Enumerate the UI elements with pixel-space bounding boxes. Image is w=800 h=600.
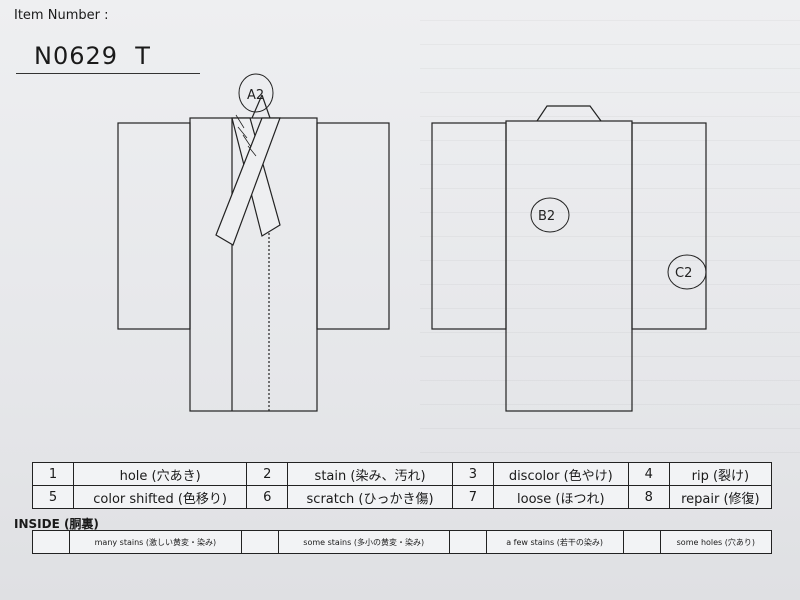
item-number-label: Item Number :	[14, 8, 109, 23]
legend-row: 5 color shifted (色移り) 6 scratch (ひっかき傷) …	[32, 485, 773, 509]
back-body	[505, 120, 633, 412]
annotation-b2: B2	[538, 209, 555, 224]
back-left-sleeve	[431, 122, 507, 330]
annotation-circle-a2	[238, 73, 274, 113]
front-body	[189, 117, 318, 412]
legend-label: stain (染み、汚れ)	[287, 462, 453, 486]
inside-checkbox[interactable]	[622, 530, 661, 554]
inside-row: many stains (激しい黄変・染み) some stains (多小の黄…	[32, 530, 773, 554]
collar-neck-left	[251, 94, 263, 119]
legend-label: repair (修復)	[668, 485, 773, 509]
legend-label: rip (裂け)	[668, 462, 773, 486]
legend-number: 3	[451, 462, 494, 486]
inside-checkbox[interactable]	[240, 530, 279, 554]
stain-marks	[235, 114, 257, 157]
legend-label: scratch (ひっかき傷)	[287, 485, 453, 509]
legend-label: loose (ほつれ)	[492, 485, 629, 509]
bleed-through-background	[420, 20, 800, 460]
kimono-front-view	[117, 73, 390, 412]
kimono-back-view	[431, 105, 707, 412]
legend-label: color shifted (色移り)	[72, 485, 248, 509]
legend-label: hole (穴あき)	[72, 462, 248, 486]
legend-number: 4	[627, 462, 670, 486]
inside-option-label: a few stains (若干の染み)	[485, 530, 624, 554]
annotation-circle-c2	[667, 254, 707, 290]
inside-section-label: INSIDE (胴裏)	[14, 517, 99, 531]
damage-legend-table: 1 hole (穴あき) 2 stain (染み、汚れ) 3 discolor …	[32, 462, 773, 509]
legend-number: 2	[246, 462, 289, 486]
legend-label: discolor (色やけ)	[492, 462, 629, 486]
item-number-value: N0629 T	[34, 42, 151, 70]
inside-checkbox[interactable]	[32, 530, 70, 554]
legend-row: 1 hole (穴あき) 2 stain (染み、汚れ) 3 discolor …	[32, 462, 773, 486]
front-right-sleeve	[316, 122, 390, 330]
inside-option-label: many stains (激しい黄変・染み)	[69, 530, 242, 554]
front-left-sleeve	[117, 122, 191, 330]
collar-band-left	[215, 117, 281, 246]
inside-option-label: some holes (穴あり)	[659, 530, 773, 554]
back-right-sleeve	[631, 122, 707, 330]
legend-number: 1	[32, 462, 74, 486]
annotation-circle-b2	[530, 197, 570, 233]
legend-number: 5	[32, 485, 74, 509]
legend-number: 8	[627, 485, 670, 509]
legend-number: 6	[246, 485, 289, 509]
back-collar	[536, 105, 602, 122]
inside-lining-table: many stains (激しい黄変・染み) some stains (多小の黄…	[32, 530, 773, 554]
annotation-a2: A2	[247, 88, 264, 103]
annotation-c2: C2	[675, 266, 692, 281]
item-number-underline	[16, 73, 200, 74]
inside-checkbox[interactable]	[448, 530, 487, 554]
legend-number: 7	[451, 485, 494, 509]
inside-option-label: some stains (多小の黄変・染み)	[277, 530, 450, 554]
collar-neck-right	[261, 94, 271, 119]
